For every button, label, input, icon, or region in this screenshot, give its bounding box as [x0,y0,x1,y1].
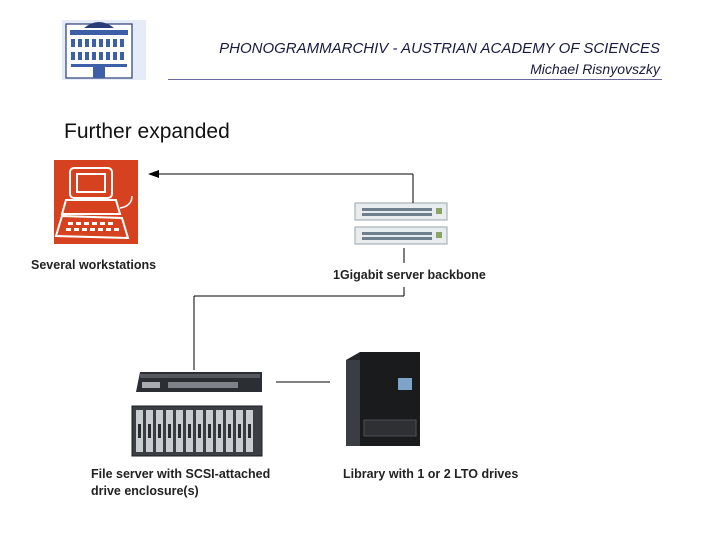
header-divider [168,79,662,80]
fileserver-label-line1: File server with SCSI-attached [91,467,271,481]
header-author: Michael Risnyovszky [530,61,660,77]
backbone-label: 1Gigabit server backbone [333,268,486,282]
library-label: Library with 1 or 2 LTO drives [343,467,519,481]
network-switch-icon [354,202,448,245]
tape-library-icon [346,352,420,446]
header-title: PHONOGRAMMARCHIV - AUSTRIAN ACADEMY OF S… [219,40,660,57]
arrowhead-icon [148,170,159,178]
fileserver-label: File server with SCSI-attached drive enc… [91,466,331,500]
building-icon [62,20,146,80]
computer-icon [54,160,138,244]
server-rack-icon [131,372,263,457]
slide-title: Further expanded [64,120,230,143]
workstations-label: Several workstations [31,258,157,272]
fileserver-label-line2: drive enclosure(s) [91,484,199,498]
connection-lines [154,173,414,383]
